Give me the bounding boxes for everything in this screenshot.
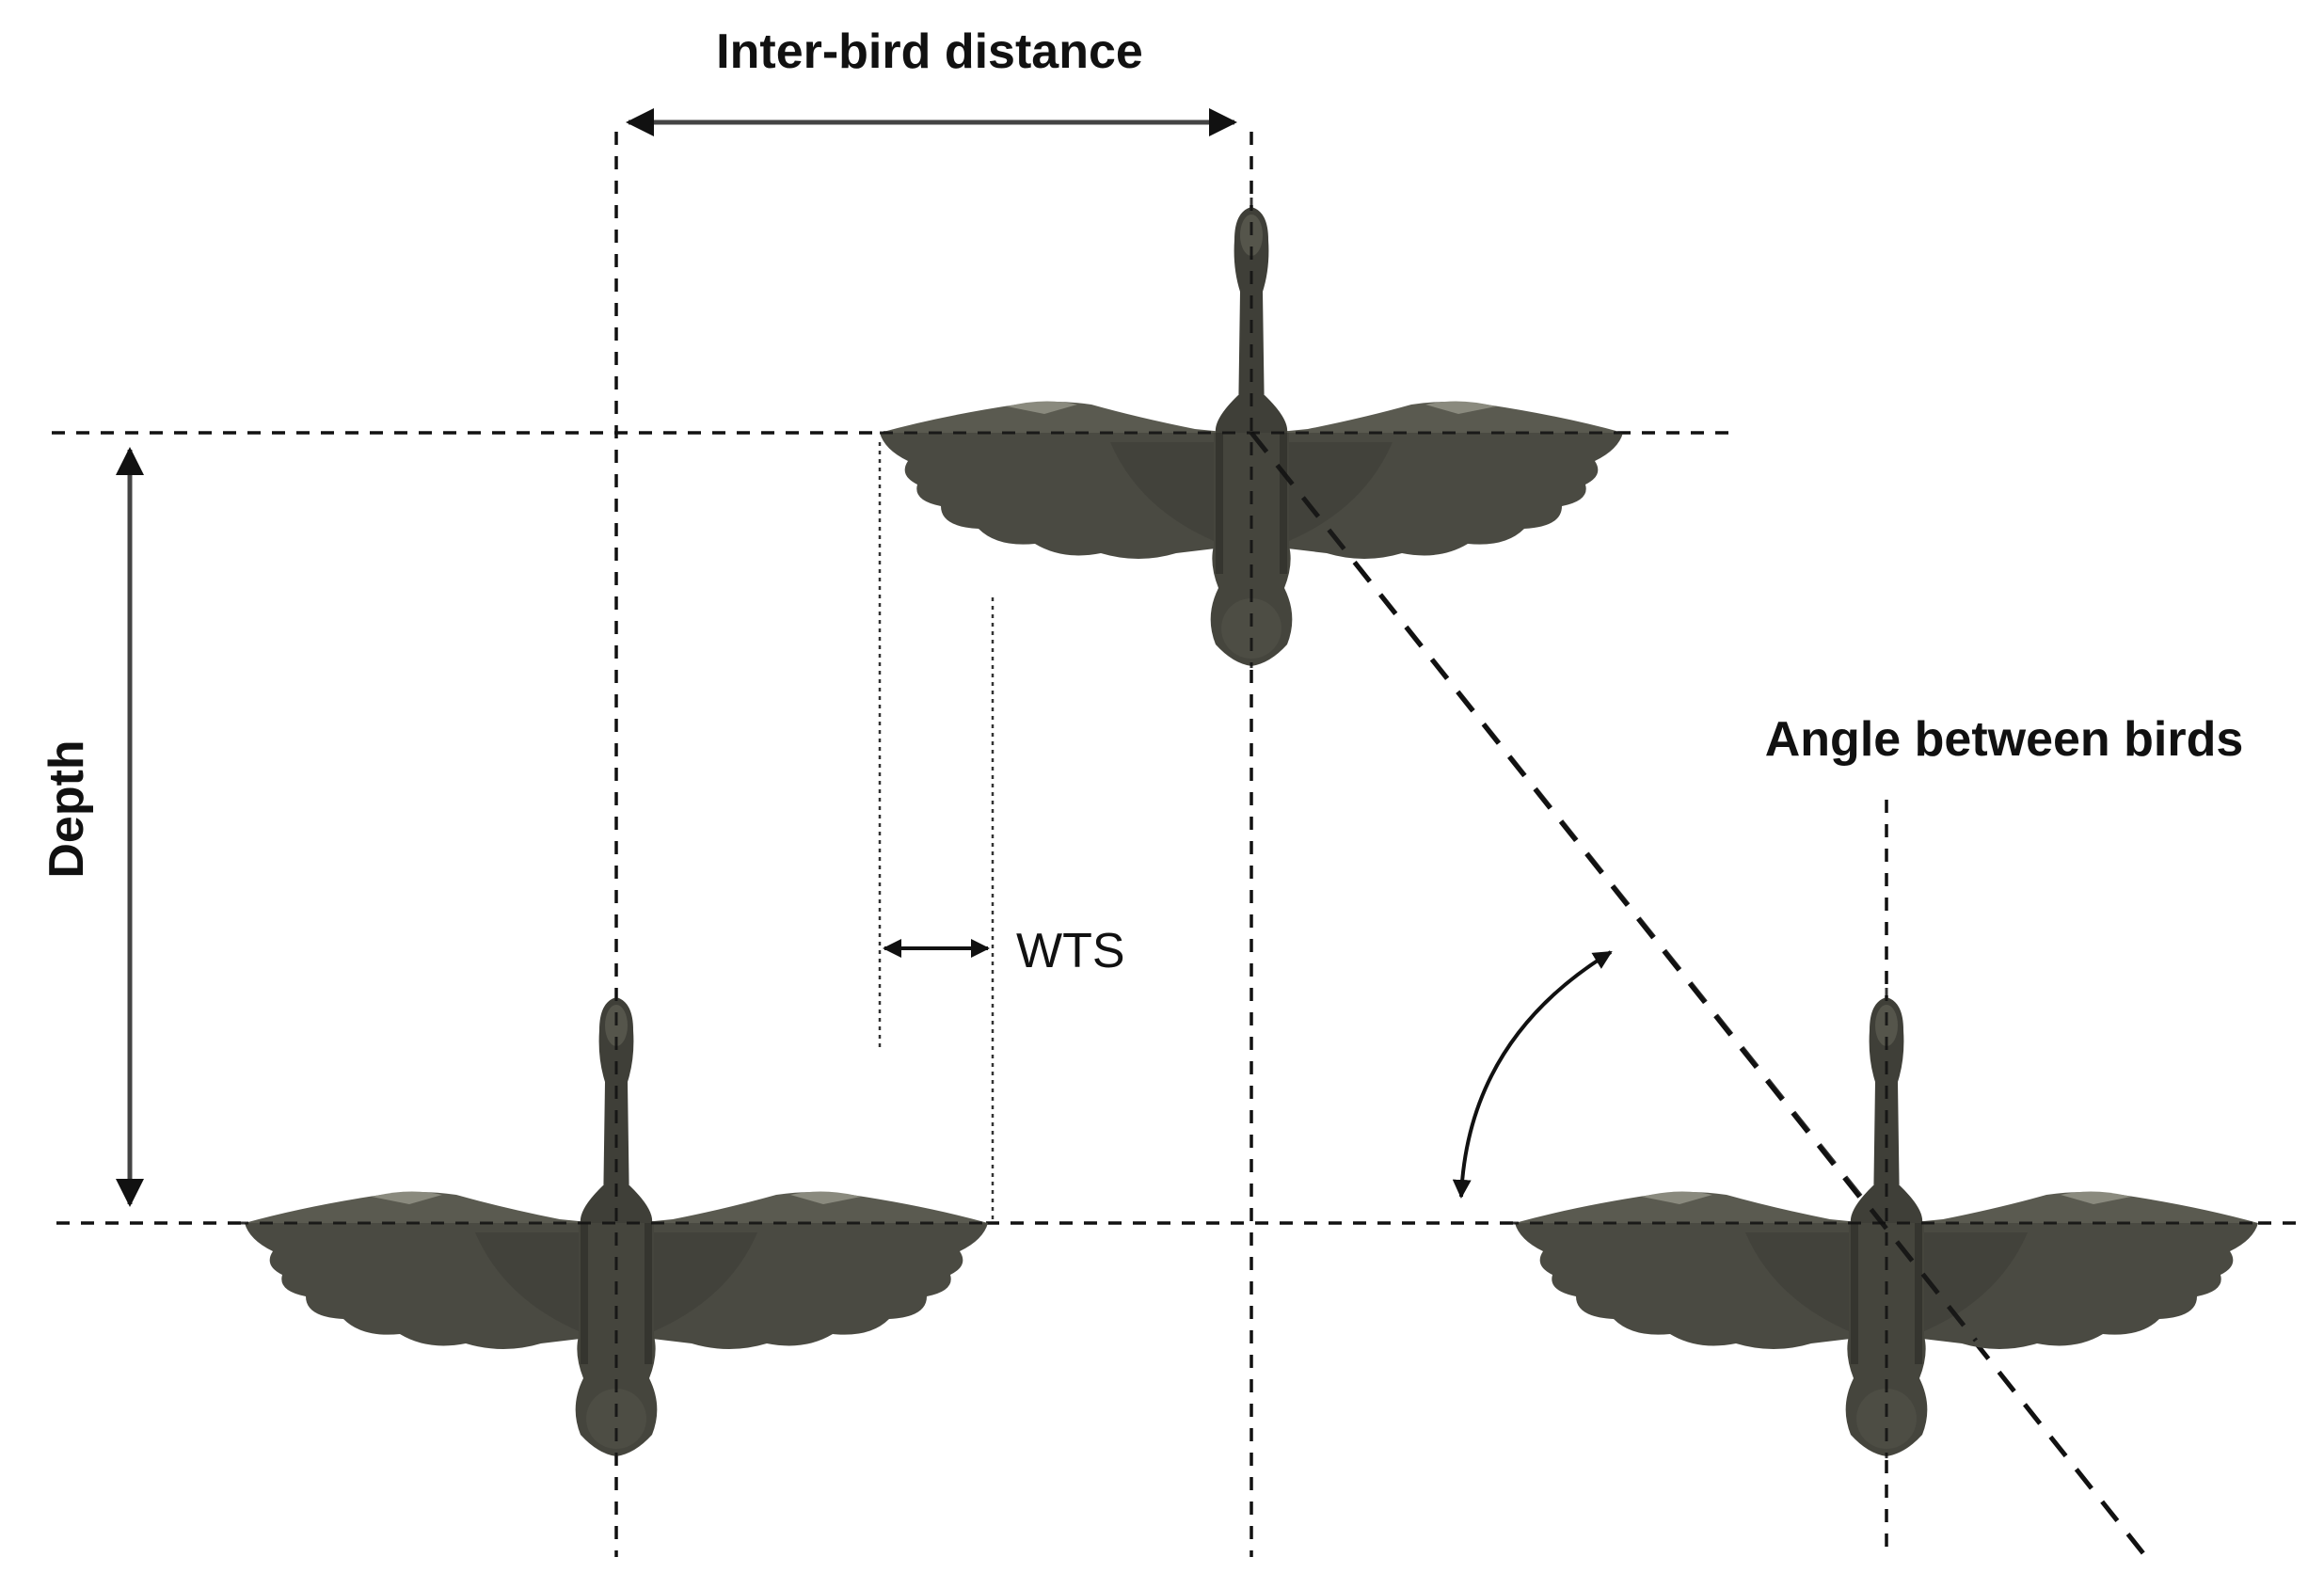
wts-guide-lines: [878, 442, 995, 1223]
wts-label: WTS: [1016, 924, 1125, 978]
inter-bird-distance-label: Inter-bird distance: [716, 24, 1143, 79]
angle-between-birds-label: Angle between birds: [1765, 712, 2244, 767]
depth-label: Depth: [40, 739, 94, 878]
reference-lines: [52, 132, 2296, 1557]
angle-arc-arrow: [1452, 950, 1613, 1199]
